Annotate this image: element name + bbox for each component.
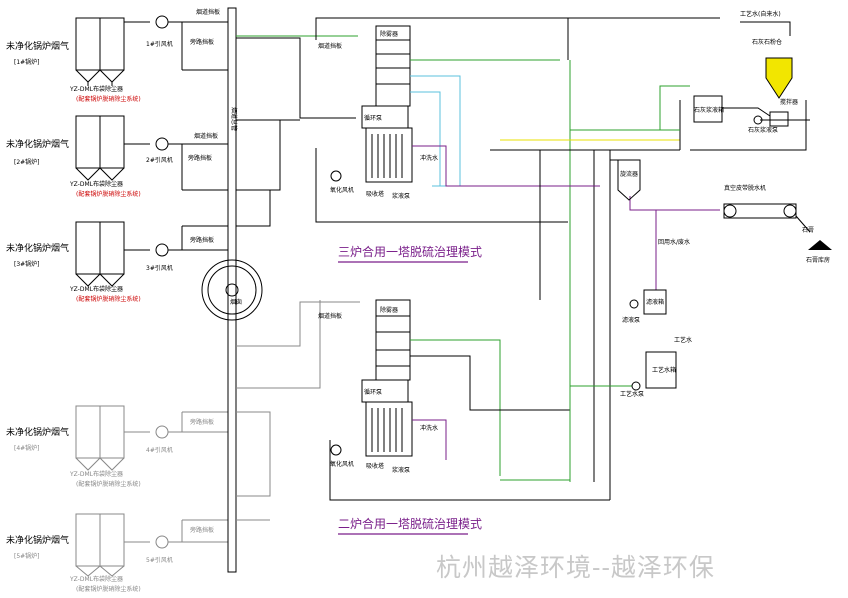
collector-2-label: YZ-DML布袋除尘器 <box>69 180 123 188</box>
boiler-4-number: [4#锅炉] <box>14 444 40 452</box>
boiler-1-label: 未净化锅炉烟气 <box>6 40 69 52</box>
collector-5-note: (配套锅炉脱硝除尘系统) <box>76 585 141 593</box>
top-pump-label: 浆液泵 <box>392 192 410 200</box>
valve-1-bypass: 旁路挡板 <box>190 38 214 46</box>
collector-5-label: YZ-DML布袋除尘器 <box>69 575 123 583</box>
mixer-tank <box>769 111 789 127</box>
boiler-2-label: 未净化锅炉烟气 <box>6 138 69 150</box>
process-water-tank-label: 工艺水箱 <box>652 366 676 374</box>
fan-5-icon <box>155 535 169 549</box>
gypsum-pile-icon <box>808 240 832 250</box>
fan-4-icon <box>155 425 169 439</box>
valve-1-inlet: 烟道挡板 <box>196 8 220 16</box>
bottom-absorber-label: 吸收塔 <box>366 462 384 470</box>
gypsum-store-label: 石膏库房 <box>806 256 830 264</box>
boiler-3-label: 未净化锅炉烟气 <box>6 242 69 254</box>
water-label: 工艺水 <box>674 336 692 344</box>
filtrate-tank-icon <box>643 289 667 315</box>
valve-3-bypass: 旁路挡板 <box>190 236 214 244</box>
top-oxidation-fan-label: 氧化风机 <box>330 186 354 194</box>
collector-1-label: YZ-DML布袋除尘器 <box>69 85 123 93</box>
bottom-demister-label: 除雾器 <box>380 306 398 314</box>
process-water-tank-icon <box>645 351 677 389</box>
bottom-pump-label: 浆液泵 <box>392 466 410 474</box>
collector-1-note: (配套锅炉脱硝除尘系统) <box>76 95 141 103</box>
absorber-tower-top: 除雾器 循环泵 吸收塔 浆液泵 氧化风机 烟道挡板 冲洗水 <box>318 25 560 200</box>
mode-title-top: 三炉合用一塔脱硫治理模式 <box>338 244 482 259</box>
process-water-pump-icon <box>631 381 641 391</box>
boiler-unit-5: 未净化锅炉烟气 [5#锅炉] YZ-DML布袋除尘器 (配套锅炉脱硝除尘系统) … <box>6 513 228 593</box>
fan-1-label: 1#引风机 <box>146 40 173 48</box>
boiler-5-label: 未净化锅炉烟气 <box>6 534 69 546</box>
collector-4-label: YZ-DML布袋除尘器 <box>69 470 123 478</box>
collector-4-note: (配套锅炉脱硝除尘系统) <box>76 480 141 488</box>
bottom-oxidation-fan-icon <box>330 444 342 456</box>
boiler-unit-2: 未净化锅炉烟气 [2#锅炉] YZ-DML布袋除尘器 (配套锅炉脱硝除尘系统) … <box>6 115 228 198</box>
flue-duct: 烟道总管 烟囱 <box>201 7 263 573</box>
collector-3-label: YZ-DML布袋除尘器 <box>69 285 123 293</box>
boiler-3-number: [3#锅炉] <box>14 260 40 268</box>
top-demister-label: 除雾器 <box>380 30 398 38</box>
lower-ducts <box>236 300 360 521</box>
lime-silo-label: 石灰石粉仓 <box>752 38 782 46</box>
collector-2-note: (配套锅炉脱硝除尘系统) <box>76 190 141 198</box>
boiler-unit-4: 未净化锅炉烟气 [4#锅炉] YZ-DML布袋除尘器 (配套锅炉脱硝除尘系统) … <box>6 405 228 488</box>
upper-ducts <box>236 35 358 227</box>
boiler-4-label: 未净化锅炉烟气 <box>6 426 69 438</box>
boiler-1-number: [1#锅炉] <box>14 58 40 66</box>
gypsum-label: 石膏 <box>802 226 814 234</box>
top-flush-label: 冲洗水 <box>420 154 438 162</box>
lime-silo-icon <box>765 57 793 99</box>
fan-5-label: 5#引风机 <box>146 556 173 564</box>
valve-5-bypass: 旁路挡板 <box>190 526 214 534</box>
lime-system: 工艺水(自来水) 石灰石粉仓 搅拌器 石灰浆液泵 石灰浆液箱 <box>693 10 798 134</box>
chimney-icon <box>201 259 263 321</box>
filtrate-tank-label: 滤液箱 <box>646 298 664 306</box>
boiler-unit-3: 未净化锅炉烟气 [3#锅炉] YZ-DML布袋除尘器 (配套锅炉脱硝除尘系统) … <box>6 221 228 303</box>
belt-filter-label: 真空皮带脱水机 <box>724 184 766 192</box>
top-oxidation-fan-icon <box>330 170 342 182</box>
fan-4-label: 4#引风机 <box>146 446 173 454</box>
process-water-label: 工艺水(自来水) <box>740 10 781 18</box>
slurry-tank-icon <box>693 95 723 123</box>
bottom-oxidation-fan-label: 氧化风机 <box>330 460 354 468</box>
top-absorber-label: 吸收塔 <box>366 190 384 198</box>
slurry-pump-label: 石灰浆液泵 <box>748 126 778 134</box>
chimney-label: 烟囱 <box>230 298 242 306</box>
fan-3-label: 3#引风机 <box>146 264 173 272</box>
top-inlet-valve-label: 烟道挡板 <box>318 42 342 50</box>
return-water-label: 回用水/废水 <box>658 238 690 246</box>
bottom-inlet-valve-label: 烟道挡板 <box>318 312 342 320</box>
cyclone-label: 旋流器 <box>620 170 638 178</box>
filtrate-pump-icon <box>629 299 639 309</box>
boiler-unit-1: 未净化锅炉烟气 [1#锅炉] YZ-DML布袋除尘器 (配套锅炉脱硝除尘系统) … <box>6 8 228 103</box>
valve-2-inlet: 烟道挡板 <box>194 132 218 140</box>
fan-2-icon <box>155 137 169 151</box>
boiler-2-number: [2#锅炉] <box>14 158 40 166</box>
mixer-label: 搅拌器 <box>780 98 798 106</box>
filtrate-pump-label: 滤液泵 <box>622 316 640 324</box>
boiler-5-number: [5#锅炉] <box>14 552 40 560</box>
mode-title-bottom: 二炉合用一塔脱硫治理模式 <box>338 516 482 531</box>
bottom-flush-label: 冲洗水 <box>420 424 438 432</box>
valve-2-bypass: 旁路挡板 <box>188 154 212 162</box>
fan-2-label: 2#引风机 <box>146 156 173 164</box>
absorber-tower-bottom: 除雾器 循环泵 吸收塔 浆液泵 氧化风机 烟道挡板 冲洗水 <box>318 299 570 476</box>
flue-duct-label: 烟道总管 <box>230 107 238 131</box>
pipe-network <box>315 17 810 501</box>
fan-3-icon <box>155 243 169 257</box>
belt-filter-icon <box>723 203 797 219</box>
watermark: 杭州越泽环境--越泽环保 <box>436 553 715 582</box>
fan-1-icon <box>155 15 169 29</box>
valve-4-bypass: 旁路挡板 <box>190 418 214 426</box>
cyclone-icon <box>617 159 641 201</box>
slurry-tank-label: 石灰浆液箱 <box>694 106 724 114</box>
bottom-spray-label: 循环泵 <box>364 388 382 396</box>
slurry-pump-icon <box>753 115 763 125</box>
top-spray-label: 循环泵 <box>364 114 382 122</box>
collector-3-note: (配套锅炉脱硝除尘系统) <box>76 295 141 303</box>
process-water-pump-label: 工艺水泵 <box>620 390 644 398</box>
gypsum-system: 旋流器 真空皮带脱水机 石膏 石膏库房 回用水/废水 滤液箱 滤液泵 工艺水箱 … <box>617 159 832 398</box>
